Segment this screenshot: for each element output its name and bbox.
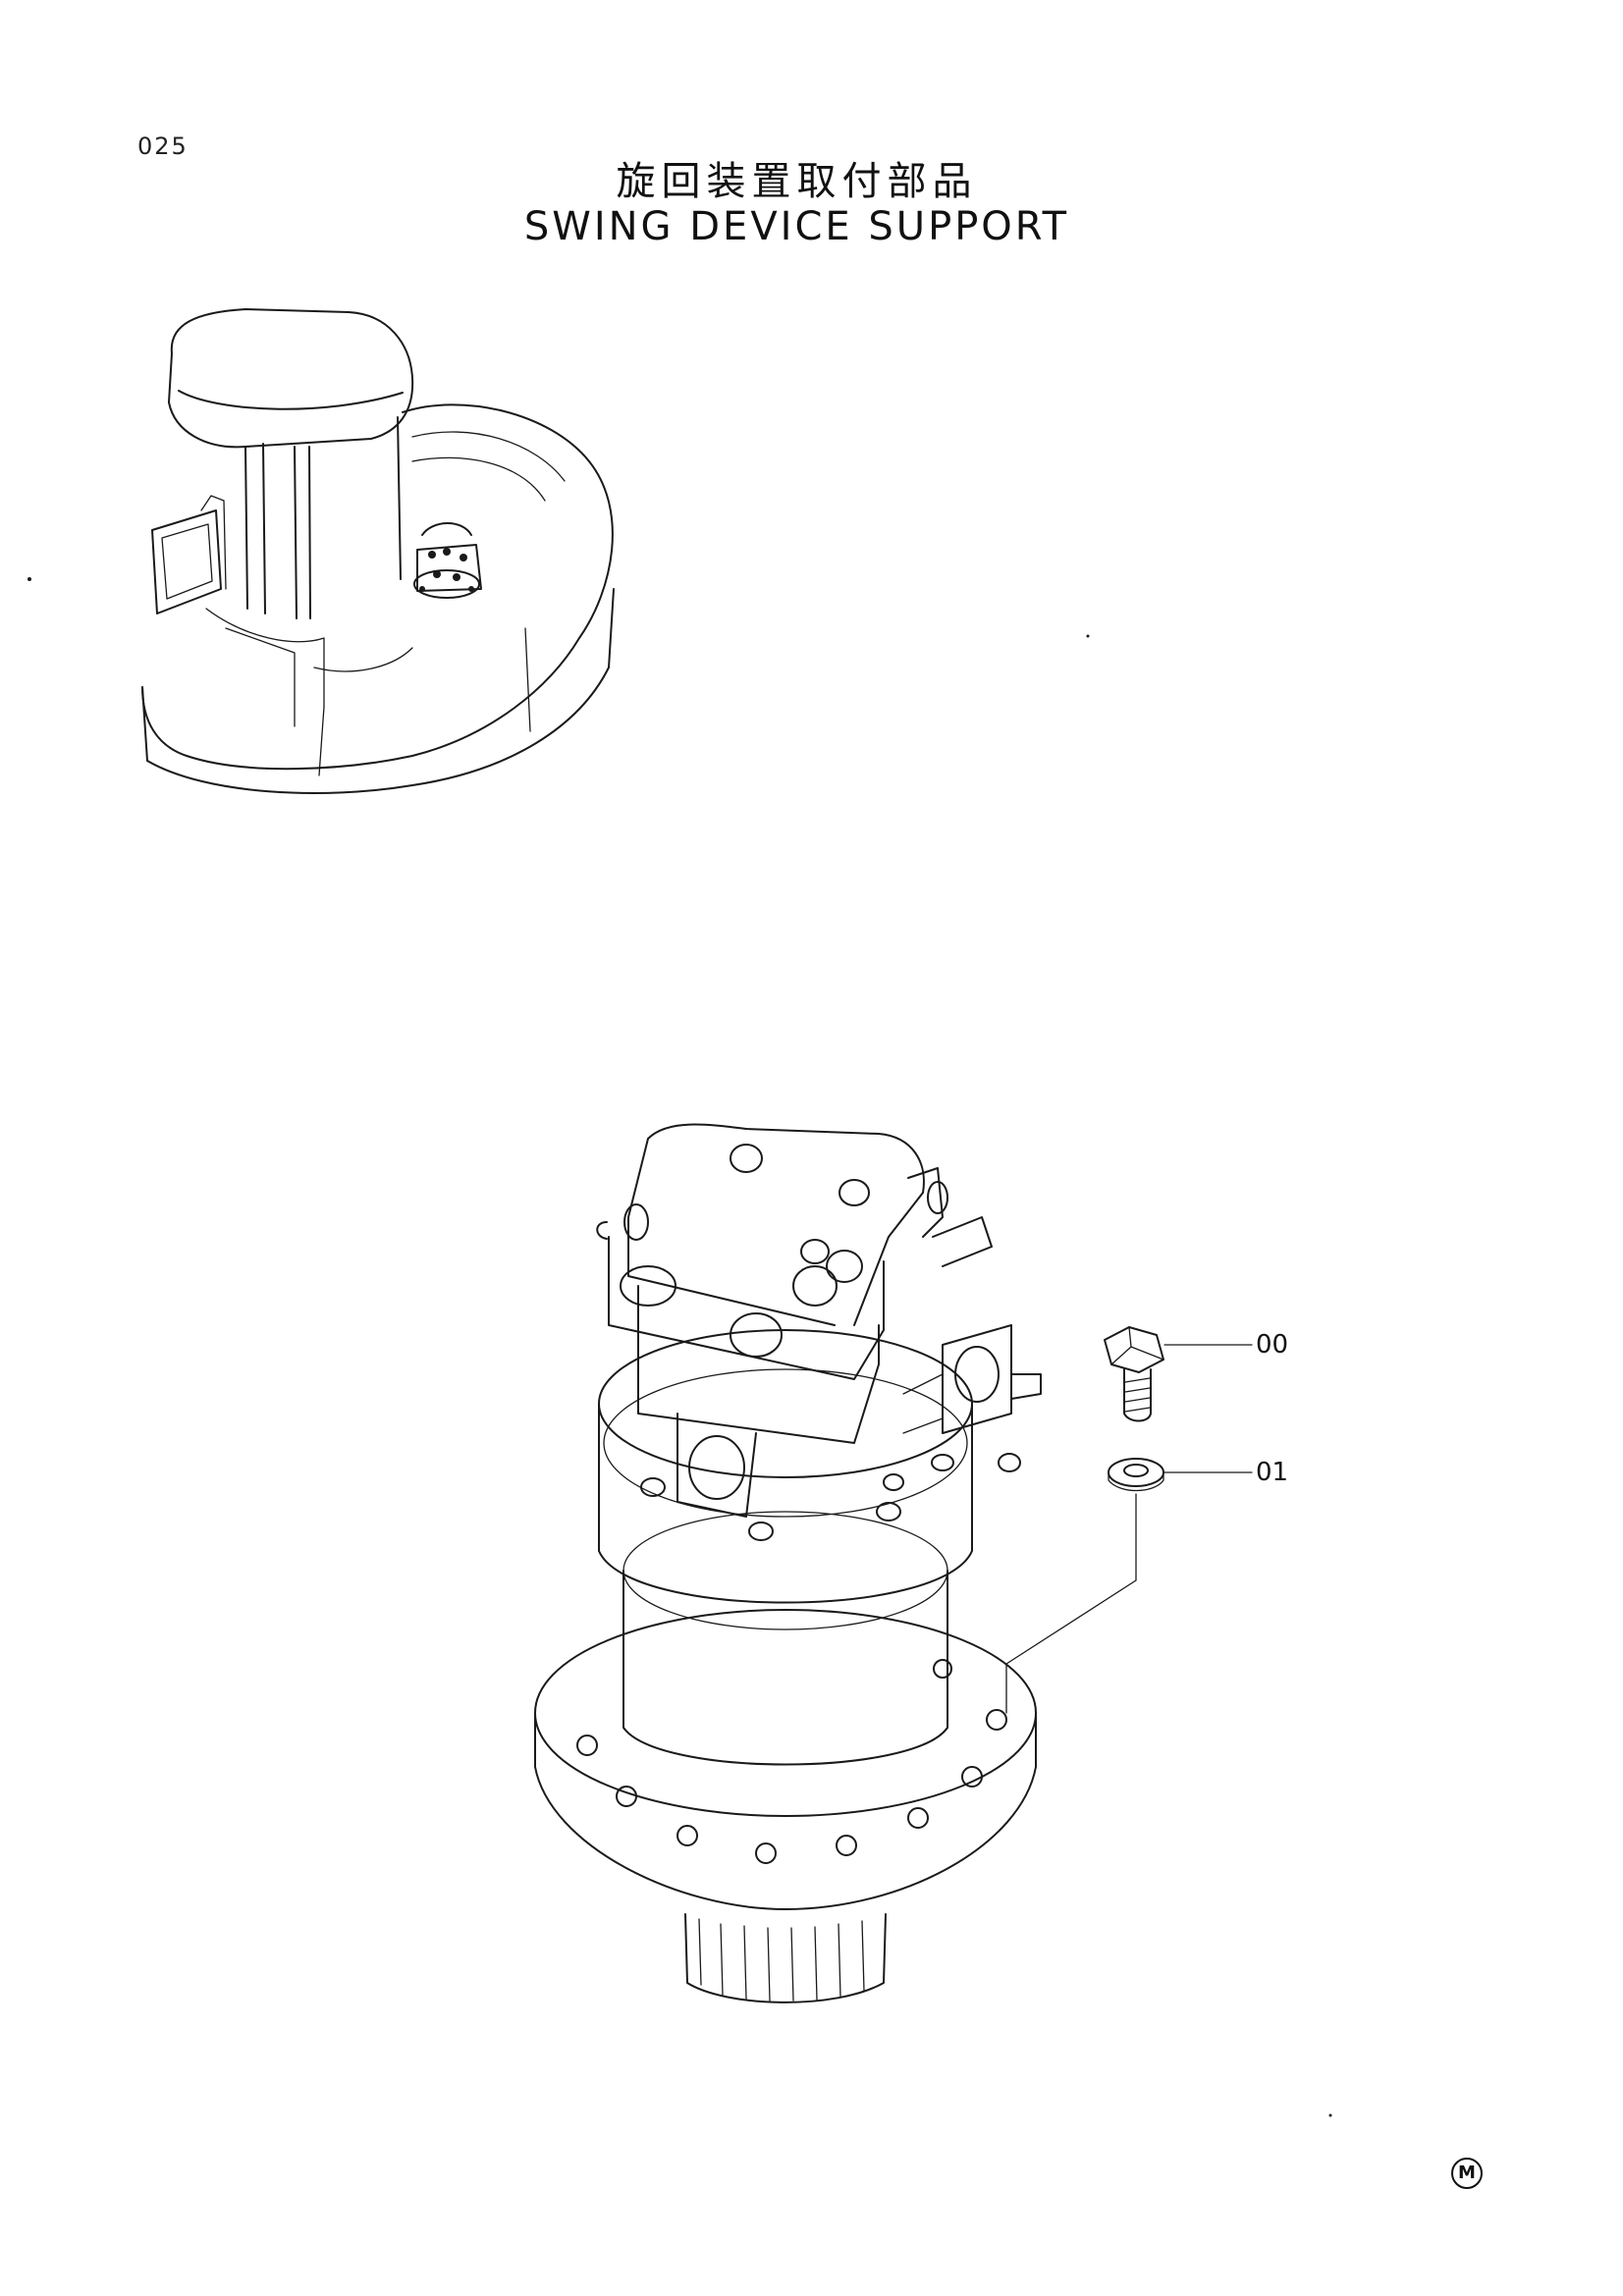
leader-line-assembly bbox=[1005, 1493, 1137, 1714]
corner-mark: M bbox=[1451, 2158, 1483, 2189]
overview-machine-illustration bbox=[27, 308, 615, 794]
page-title-japanese: 旋回装置取付部品 bbox=[616, 159, 978, 204]
callout-label-01: 01 bbox=[1256, 1458, 1289, 1487]
washer-part-icon bbox=[1108, 1458, 1164, 1492]
callout-label-00: 00 bbox=[1256, 1330, 1289, 1360]
swing-device-illustration bbox=[534, 1123, 1042, 2003]
bolt-part-icon bbox=[1104, 1326, 1164, 1422]
page-number: 025 bbox=[137, 133, 189, 160]
page-title-english: SWING DEVICE SUPPORT bbox=[523, 204, 1070, 249]
